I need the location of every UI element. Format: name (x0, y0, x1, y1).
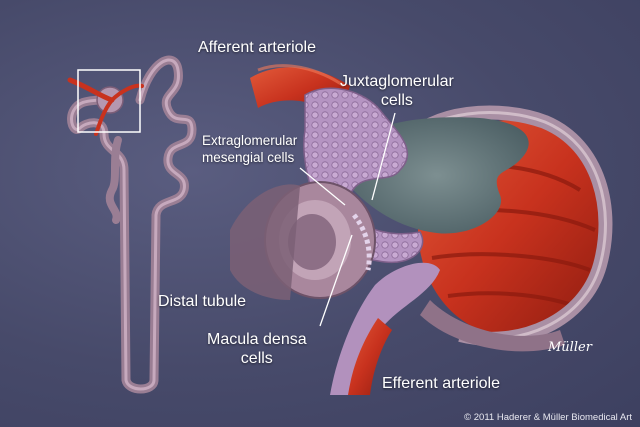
leader-extraglomerular (299, 167, 346, 206)
label-macula-densa-cells: Macula densa cells (207, 331, 307, 367)
label-extraglomerular-mesengial-cells: Extraglomerular mesengial cells (202, 133, 298, 165)
label-distal-tubule: Distal tubule (158, 293, 247, 310)
magnified-apparatus (230, 64, 613, 395)
macula-densa-cells (352, 213, 372, 271)
artist-signature: Müller (548, 340, 592, 355)
leader-juxtaglomerular (371, 112, 396, 201)
nephron-overview (67, 55, 197, 394)
label-efferent-arteriole: Efferent arteriole (382, 375, 500, 392)
nephron-tubule (67, 55, 197, 394)
zoom-box (77, 69, 141, 133)
label-afferent-arteriole: Afferent arteriole (198, 39, 316, 56)
label-juxtaglomerular-cells: Juxtaglomerular cells (340, 73, 454, 109)
copyright-notice: © 2011 Haderer & Müller Biomedical Art (464, 412, 632, 423)
leader-macula-densa (319, 234, 353, 327)
